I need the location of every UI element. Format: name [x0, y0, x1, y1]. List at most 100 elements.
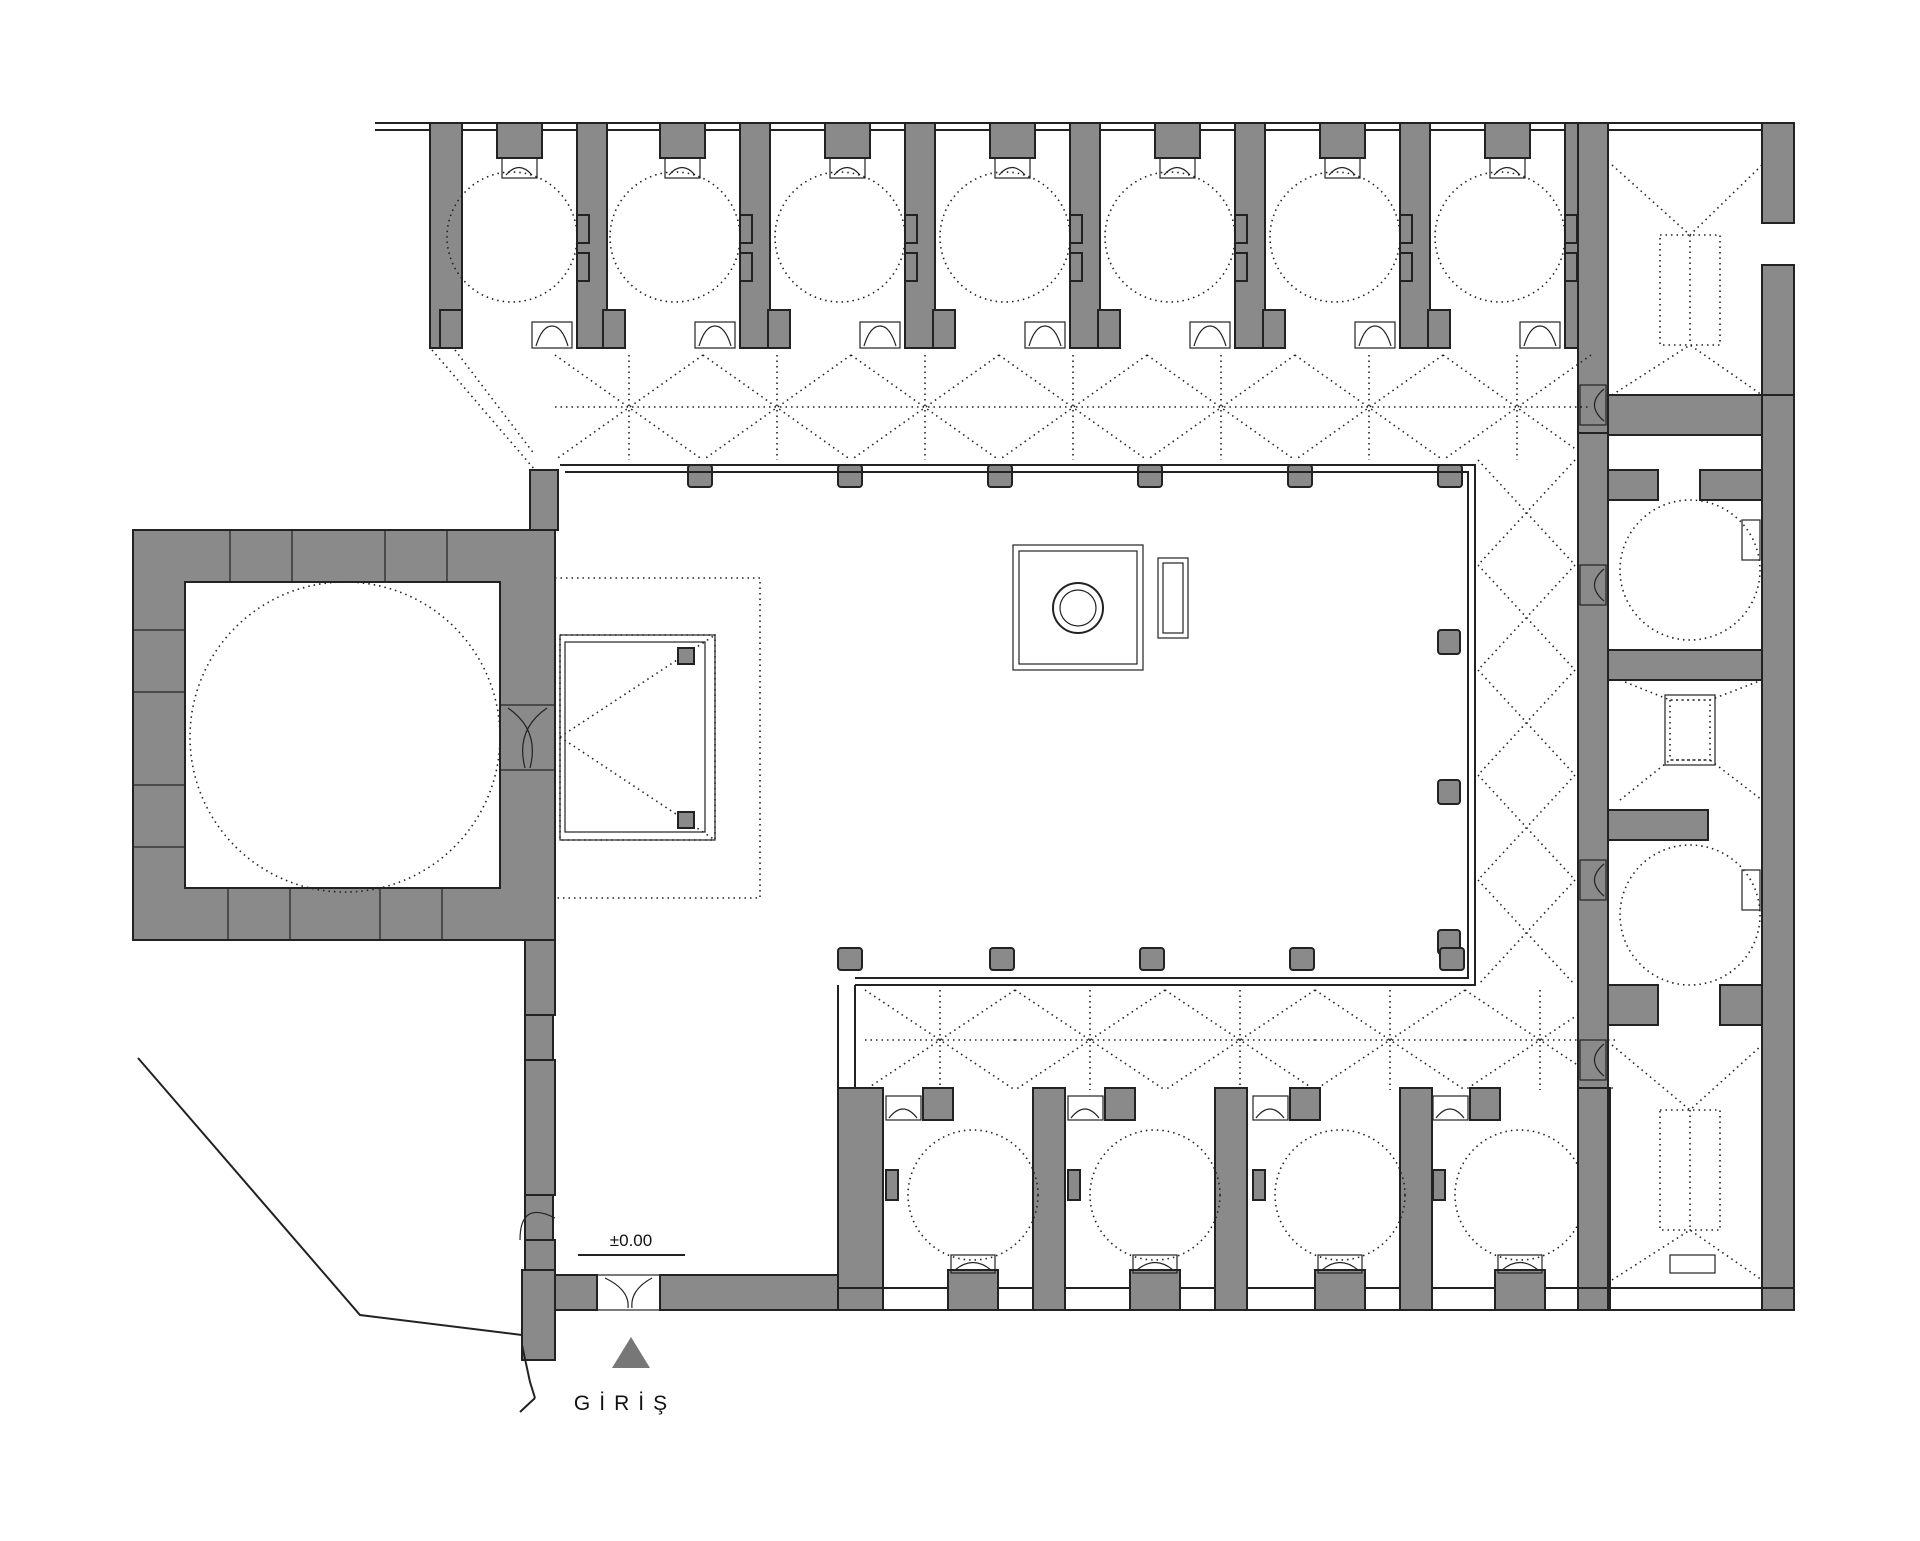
portico-bay: [1442, 354, 1592, 461]
north-cell: [1262, 122, 1431, 349]
vault-outline: [1442, 354, 1592, 461]
south-cell: [885, 1087, 1066, 1311]
door-swing-icon: [1354, 321, 1396, 349]
vault-outline: [864, 989, 1016, 1091]
gate-canopy: [554, 577, 761, 899]
portico-bay: [1294, 354, 1444, 461]
vault-outline: [554, 354, 704, 461]
vault-outline: [850, 354, 1000, 461]
vault-outline: [998, 354, 1148, 461]
wall-segment: [1234, 214, 1248, 244]
fireplace-icon: [664, 157, 701, 179]
entrance-label: GİRİŞ: [574, 1392, 676, 1415]
wall-segment: [1319, 122, 1366, 159]
north-cells: [375, 122, 1795, 436]
wall-segment: [1252, 1169, 1266, 1201]
wall-segment: [1214, 1087, 1248, 1311]
door-swing-icon: [1189, 321, 1231, 349]
door-swing-icon: [1028, 325, 1062, 347]
wall-segment: [602, 309, 626, 349]
courtyard-pier: [1289, 947, 1315, 971]
level-label: ±0.00: [610, 1231, 652, 1250]
portico-pier: [1437, 464, 1463, 488]
dome-outline: [1619, 844, 1761, 986]
door-swing-icon: [1523, 325, 1557, 347]
dome-outline: [1104, 171, 1236, 303]
south-cell: [1252, 1087, 1433, 1311]
west-domed-hall: [132, 529, 556, 941]
fireplace-icon: [1497, 1254, 1543, 1274]
fireplace-icon: [1132, 1254, 1178, 1274]
north-cell: [1427, 122, 1596, 349]
wall-segment: [1577, 122, 1609, 434]
door-swing-icon: [1593, 568, 1605, 602]
fireplace-icon: [1741, 519, 1761, 561]
portico-pier: [1437, 779, 1461, 805]
fireplace-icon: [954, 1261, 992, 1271]
wall-segment: [576, 214, 590, 244]
door-swing-icon: [1252, 1095, 1289, 1121]
wall-segment: [904, 214, 918, 244]
fountain-icon: [1012, 544, 1189, 671]
courtyard-pier: [989, 947, 1015, 971]
wall-segment: [1399, 214, 1413, 244]
vault-outline: [1146, 354, 1296, 461]
wall-segment: [989, 122, 1036, 159]
wall-segment: [1761, 394, 1795, 1311]
dome-outline: [939, 171, 1071, 303]
wall-segment: [1484, 122, 1531, 159]
door-swing-icon: [507, 707, 548, 769]
wall-segment: [1069, 252, 1083, 282]
vault-outline: [702, 354, 852, 461]
portico-pier: [1287, 464, 1313, 488]
portico-bay: [554, 354, 704, 461]
wall-segment: [1469, 1087, 1501, 1121]
entrance-arrow-icon: [612, 1337, 650, 1368]
dome-outline: [1269, 171, 1401, 303]
wall-segment: [1564, 252, 1578, 282]
dome-outline: [1434, 171, 1566, 303]
wall-segment: [1314, 1269, 1366, 1311]
portico-pier: [1137, 464, 1163, 488]
wall-segment: [767, 309, 791, 349]
vault-outline: [1464, 989, 1616, 1091]
door-swing-icon: [531, 321, 573, 349]
fireplace-icon: [1324, 157, 1361, 179]
door-swing-icon: [1593, 863, 1605, 897]
door-swing-icon: [1070, 1108, 1100, 1119]
wall-segment: [1761, 122, 1795, 224]
wall-segment: [496, 122, 543, 159]
wall-segment: [659, 122, 706, 159]
wall-segment: [1607, 809, 1709, 841]
door-swing-icon: [885, 1095, 922, 1121]
wall-segment: [1129, 1269, 1181, 1311]
dome-outline: [774, 171, 906, 303]
wall-segment: [922, 1087, 954, 1121]
dome-outline: [446, 171, 578, 303]
wall-segment: [904, 252, 918, 282]
door-swing-icon: [604, 1277, 653, 1309]
portico-edge: [837, 985, 856, 1088]
fireplace-icon: [1741, 869, 1761, 911]
fireplace-icon: [950, 1254, 996, 1274]
wall-segment: [1154, 122, 1201, 159]
wall-segment: [1699, 469, 1763, 501]
south-cell: [1067, 1087, 1248, 1311]
wall-segment: [439, 309, 463, 349]
vault-outline: [1477, 669, 1576, 776]
north-portico: [431, 349, 1592, 986]
portico-bay: [998, 354, 1148, 461]
wall-segment: [1067, 1169, 1081, 1201]
door-swing-icon: [863, 325, 897, 347]
east-wing: [1577, 384, 1795, 1311]
dome-outline: [1274, 1129, 1406, 1261]
wall-segment: [1607, 984, 1659, 1026]
courtyard-pier: [1439, 947, 1465, 971]
door-swing-icon: [694, 321, 736, 349]
dome-outline: [609, 171, 741, 303]
wall-segment: [1289, 1087, 1321, 1121]
fireplace-icon: [1321, 1261, 1359, 1271]
fireplace-icon: [1493, 166, 1521, 176]
north-cell: [932, 122, 1101, 349]
wall-segment: [1104, 1087, 1136, 1121]
